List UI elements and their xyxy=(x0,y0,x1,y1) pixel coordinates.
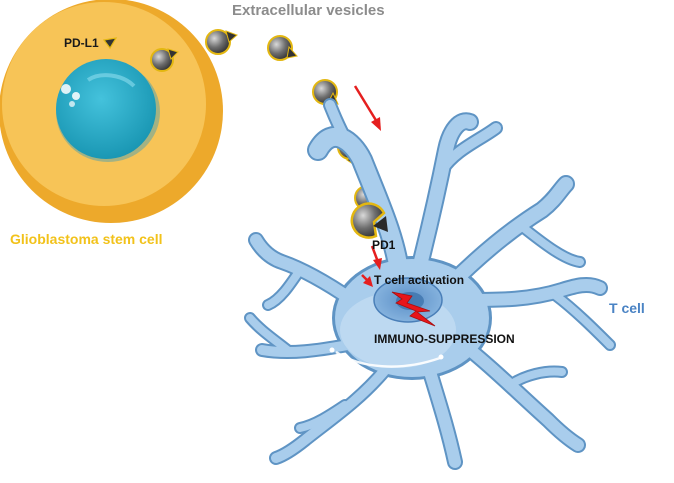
pd-l1-receptor-icon xyxy=(102,37,118,50)
t-cell-highlight xyxy=(335,350,441,368)
extracellular-vesicles-label: Extracellular vesicles xyxy=(232,2,385,19)
t-cell-dot xyxy=(329,347,335,353)
vesicle-binding-pd1 xyxy=(350,202,388,239)
vesicle xyxy=(267,35,298,61)
arrows xyxy=(353,85,382,287)
immuno-suppression-label: IMMUNO-SUPPRESSION xyxy=(374,332,515,346)
pd1-receptor-icon xyxy=(373,216,388,232)
t-cell-activation-label: T cell activation xyxy=(374,273,465,287)
transfer-arrow xyxy=(353,85,381,131)
t-cell-dot xyxy=(438,354,444,360)
nucleus-highlight xyxy=(86,73,136,88)
pd1-arrow xyxy=(370,245,382,270)
t-cell-label: T cell xyxy=(609,300,645,316)
t-cell-dendrites-fill xyxy=(246,100,614,468)
lightning-bolt-icon xyxy=(391,291,436,327)
activation-arrow xyxy=(361,274,373,287)
glioblastoma-stem-cell xyxy=(0,0,223,223)
vesicle xyxy=(205,29,238,55)
stem-cell-vesicle-small xyxy=(61,84,71,94)
vesicle xyxy=(150,48,179,72)
stem-cell-vesicle-small xyxy=(69,101,75,107)
pd1-label: PD1 xyxy=(372,238,396,252)
stem-cell-vesicle-small xyxy=(72,92,80,100)
pd-l1-label: PD-L1 xyxy=(64,36,99,50)
glioblastoma-stem-cell-label: Glioblastoma stem cell xyxy=(10,231,163,247)
